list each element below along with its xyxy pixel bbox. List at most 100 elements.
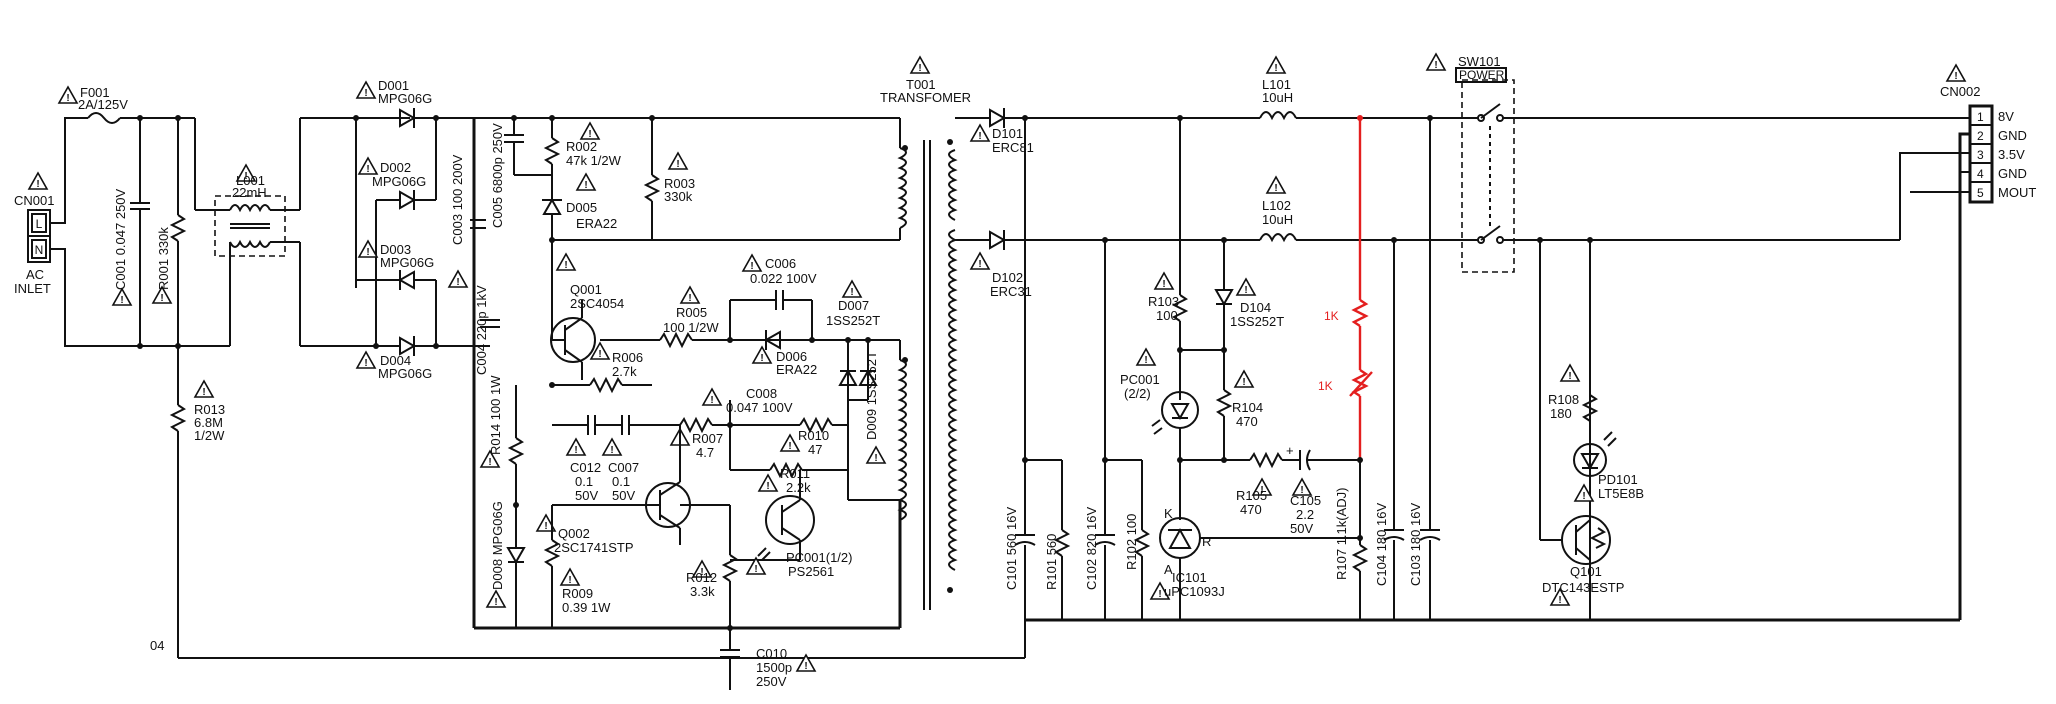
pin-1: 1 xyxy=(1977,110,1984,124)
cn002-ref: CN002 xyxy=(1940,84,1980,99)
warning-triangle-icon xyxy=(1426,53,1446,72)
r005-ref: R005 xyxy=(676,305,707,320)
r013-ref: R013 xyxy=(194,402,225,417)
warning-triangle-icon xyxy=(560,568,580,587)
r104-val: 470 xyxy=(1236,414,1258,429)
c105-v1: 2.2 xyxy=(1296,507,1314,522)
r009-val: 0.39 1W xyxy=(562,600,611,615)
d006-val: ERA22 xyxy=(776,362,817,377)
t001-ref: T001 xyxy=(906,77,936,92)
c010-v2: 250V xyxy=(756,674,787,689)
warning-triangle-icon xyxy=(866,446,886,465)
d007-ref: D007 xyxy=(838,298,869,313)
c006-ref: C006 xyxy=(765,256,796,271)
warning-triangle-icon xyxy=(680,286,700,305)
c008-ref: C008 xyxy=(746,386,777,401)
warning-triangle-icon xyxy=(1136,348,1156,367)
pin-3: 3 xyxy=(1977,148,1984,162)
pc001b-val: (2/2) xyxy=(1124,386,1151,401)
warning-triangle-icon xyxy=(566,438,586,457)
c105-plus: + xyxy=(1286,443,1294,458)
d101-val: ERC81 xyxy=(992,140,1034,155)
warning-triangle-icon xyxy=(970,252,990,271)
r108-val: 180 xyxy=(1550,406,1572,421)
warning-triangle-icon xyxy=(356,81,376,100)
warning-triangle-icon xyxy=(1154,272,1174,291)
c010-ref: C010 xyxy=(756,646,787,661)
r011-ref: R011 xyxy=(780,466,810,481)
pc001a-ref: PC001(1/2) xyxy=(786,550,852,565)
l001-ref: L001 xyxy=(236,173,265,188)
cn002-connector: CN002 1 2 3 4 5 8V GND 3.5V GND MOUT xyxy=(1530,64,2036,241)
l001-filter: L001 22mH xyxy=(194,118,301,346)
pin-1-name: 8V xyxy=(1998,109,2014,124)
warning-triangle-icon xyxy=(1234,370,1254,389)
ic101-k: K xyxy=(1164,506,1173,521)
d102-ref: D102 xyxy=(992,270,1023,285)
pin-5-name: MOUT xyxy=(1998,185,2036,200)
pc001a-val: PS2561 xyxy=(788,564,834,579)
c105-ref: C105 xyxy=(1290,493,1321,508)
red-1k-a: 1K xyxy=(1324,309,1339,323)
c006-val: 0.022 100V xyxy=(750,271,817,286)
r103-val: 100 xyxy=(1156,308,1178,323)
r012-val: 3.3k xyxy=(690,584,715,599)
d104-val: 1SS252T xyxy=(1230,314,1284,329)
c007-v1: 0.1 xyxy=(612,474,630,489)
pin-2: 2 xyxy=(1977,129,1984,143)
d002-ref: D002 xyxy=(380,160,411,175)
page-ref: 04 xyxy=(150,638,164,653)
r009-ref: R009 xyxy=(562,586,593,601)
q002-ref: Q002 xyxy=(558,526,590,541)
ic101-a: A xyxy=(1164,562,1173,577)
f001-val: 2A/125V xyxy=(78,97,128,112)
pin-2-name: GND xyxy=(1998,128,2027,143)
pin-4: 4 xyxy=(1977,167,1984,181)
inlet-label: INLET xyxy=(14,281,51,296)
secondary-section: D101 ERC81 D102 ERC31 L101 10uH L102 10u… xyxy=(955,56,1962,622)
warning-triangle-icon xyxy=(780,434,800,453)
c012-v1: 0.1 xyxy=(575,474,593,489)
l101-ref: L101 xyxy=(1262,77,1291,92)
l102-ref: L102 xyxy=(1262,198,1291,213)
r003-val: 330k xyxy=(664,189,693,204)
d005-val: ERA22 xyxy=(576,216,617,231)
pin-5: 5 xyxy=(1977,186,1984,200)
r003-ref: R003 xyxy=(664,176,695,191)
warning-triangle-icon xyxy=(668,152,688,171)
r101-label: R101 560 xyxy=(1044,534,1059,590)
r002-val: 47k 1/2W xyxy=(566,153,622,168)
r013-val1: 6.8M xyxy=(194,415,223,430)
l102-val: 10uH xyxy=(1262,212,1293,227)
warning-triangle-icon xyxy=(576,173,596,192)
q101-val: DTC143ESTP xyxy=(1542,580,1624,595)
r104-ref: R104 xyxy=(1232,400,1263,415)
t001-val: TRANSFOMER xyxy=(880,90,971,105)
warning-triangle-icon xyxy=(358,240,378,259)
d002-val: MPG06G xyxy=(372,174,426,189)
d003-val: MPG06G xyxy=(380,255,434,270)
d101-ref: D101 xyxy=(992,126,1023,141)
c007-v2: 50V xyxy=(612,488,635,503)
warning-triangle-icon xyxy=(28,172,48,191)
pin-4-name: GND xyxy=(1998,166,2027,181)
sw101-ref: SW101 xyxy=(1458,54,1501,69)
r005-val: 100 1/2W xyxy=(663,320,719,335)
r108-ref: R108 xyxy=(1548,392,1579,407)
q101-indicator: R108 180 PD101 LT5E8B Q101 DTC143ESTP xyxy=(1530,237,1644,620)
sw101-val: POWER xyxy=(1459,68,1505,82)
ic101-ref: IC101 xyxy=(1172,570,1207,585)
d102-val: ERC31 xyxy=(990,284,1032,299)
q001-ref: Q001 xyxy=(570,282,602,297)
warning-triangle-icon xyxy=(1266,176,1286,195)
f001-ref: F001 xyxy=(80,85,110,100)
bridge-rectifier: D001 MPG06G D002 MPG06G D003 MPG06G D004… xyxy=(300,78,470,381)
warning-triangle-icon xyxy=(1560,364,1580,383)
q101-ref: Q101 xyxy=(1570,564,1602,579)
d001-val: MPG06G xyxy=(378,91,432,106)
r107-label: R107 1.1k(ADJ) xyxy=(1334,488,1349,580)
pd101-ref: PD101 xyxy=(1598,472,1638,487)
warning-triangle-icon xyxy=(580,122,600,141)
pd101-val: LT5E8B xyxy=(1598,486,1644,501)
